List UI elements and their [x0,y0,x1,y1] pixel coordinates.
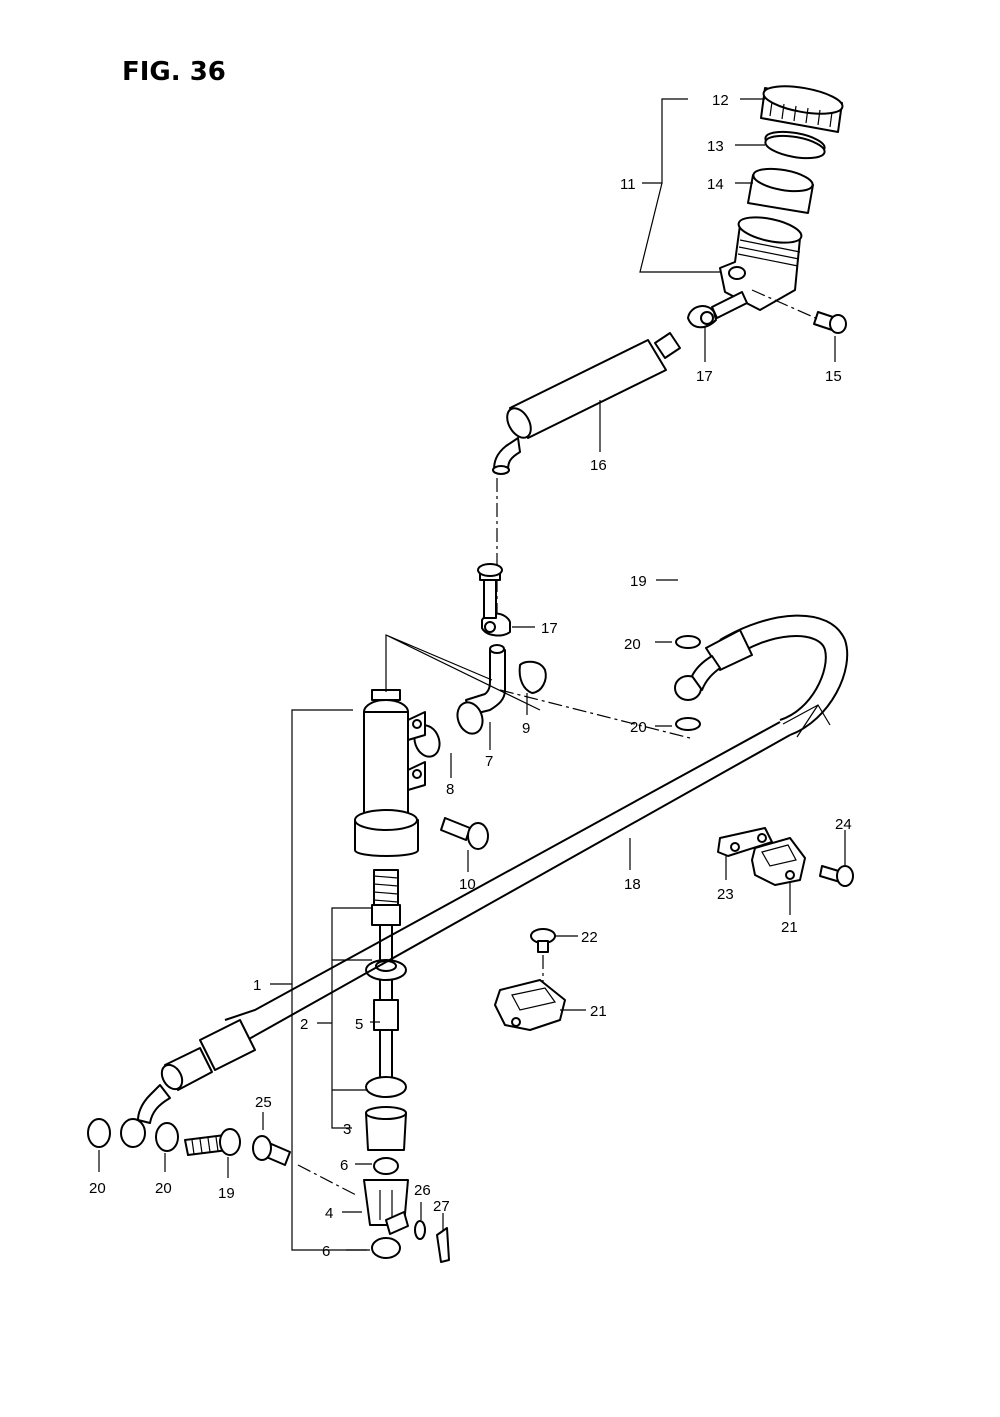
hose-bracket-lower [494,979,566,1031]
inlet-fitting [456,644,506,735]
callout-15: 15 [825,368,842,385]
hose-bracket-upper [751,837,806,886]
figure-title: FIG. 36 [122,57,226,87]
callout-26: 26 [414,1182,431,1199]
master-cylinder-body [354,689,426,857]
callout-19-upper: 19 [630,573,647,590]
callout-11: 11 [620,176,636,193]
callout-25: 25 [255,1094,272,1111]
callout-22: 22 [581,929,598,946]
sealing-washer-c [87,1118,111,1148]
callout-20-c: 20 [89,1180,106,1197]
callout-20-d: 20 [155,1180,172,1197]
clevis [363,1179,409,1235]
bracket-screw-upper [530,928,556,953]
callout-labels: 12 13 11 14 17 15 16 19 17 20 9 20 7 8 2… [89,92,852,1260]
bracket-screw-lower [819,865,854,887]
reservoir-diaphragm [747,167,814,214]
callout-7: 7 [485,753,493,770]
locknut-upper [373,1157,399,1175]
washer-small [414,1220,426,1240]
piston-spring [371,869,401,926]
reservoir-body [711,216,803,319]
callout-18: 18 [624,876,641,893]
hose-band [782,704,831,738]
piston-rod [365,924,407,1098]
mounting-bolt [440,817,489,850]
callout-21-lower: 21 [590,1003,607,1020]
reservoir-mount-bolt [813,311,847,334]
callout-6-lower: 6 [322,1243,330,1260]
clevis-pin [252,1135,291,1166]
sealing-washer-a [675,635,701,649]
callout-21-upper: 21 [781,919,798,936]
callout-9: 9 [522,720,530,737]
reservoir-cap [760,85,844,133]
callout-8: 8 [446,781,454,798]
callout-6-upper: 6 [340,1157,348,1174]
callout-14: 14 [707,176,724,193]
callout-2: 2 [300,1016,308,1033]
leader-lines [98,98,846,1251]
callout-23: 23 [717,886,734,903]
callout-5: 5 [355,1016,363,1033]
callout-17-upper: 17 [696,368,713,385]
callout-1: 1 [253,977,261,994]
callout-20-a: 20 [624,636,641,653]
callout-10: 10 [459,876,476,893]
reservoir-diaphragm-plate [764,130,826,160]
hose-clamp-upper [687,305,717,329]
outlet-axis-line [499,689,691,739]
pin-axis-line [297,1164,357,1196]
union-bolt-lower [184,1128,241,1156]
locknut-lower [371,1237,401,1259]
callout-27: 27 [433,1198,450,1215]
circlip [518,660,547,694]
inlet-reference-line [385,634,541,711]
callout-24: 24 [835,816,852,833]
sealing-washer-b [675,717,701,731]
hose-guide-plate [717,827,773,857]
bolt-axis-line [751,289,821,321]
callout-19-lower: 19 [218,1185,235,1202]
callout-12: 12 [712,92,729,109]
cotter-pin [436,1227,450,1263]
callout-20-b: 20 [630,719,647,736]
union-bolt-upper [477,563,503,619]
callout-17-lower: 17 [541,620,558,637]
callout-3: 3 [343,1121,351,1138]
sealing-washer-d [155,1122,179,1152]
reservoir-hose [492,332,681,475]
brake-hose [120,614,849,1148]
callout-4: 4 [325,1205,333,1222]
callout-16: 16 [590,457,607,474]
callout-13: 13 [707,138,724,155]
boot [365,1106,407,1151]
